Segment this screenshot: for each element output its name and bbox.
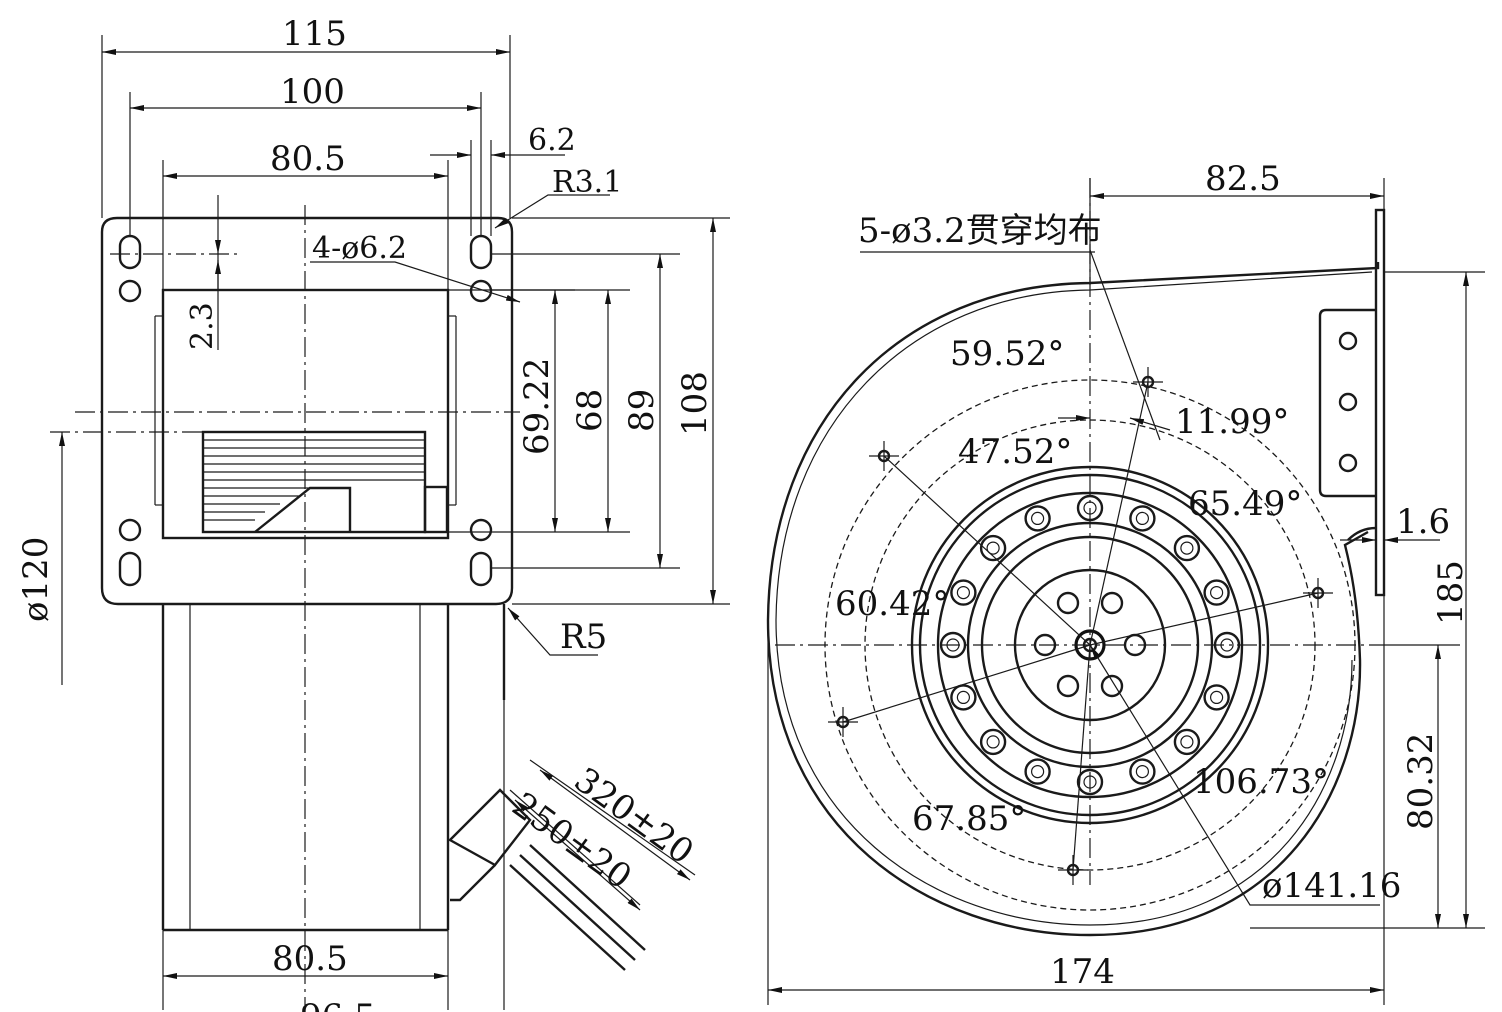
front-through-holes: [828, 367, 1333, 885]
dim-174: 174: [1050, 952, 1115, 992]
rivet-inner: [986, 735, 1000, 749]
front-rivet-ring: [939, 494, 1241, 796]
front-view: 82.5 5-ø3.2贯穿均布 59.52° 11.99° 47.52° 65.…: [766, 159, 1485, 1005]
rivet-inner: [986, 541, 1000, 555]
rivet-outer: [1173, 728, 1201, 756]
note-holes: 5-ø3.2贯穿均布: [858, 211, 1102, 251]
dim-96-5: 96.5: [300, 997, 376, 1012]
dim-69-22: 69.22: [517, 358, 557, 455]
rivet-inner: [956, 690, 971, 705]
rivet-outer: [1173, 534, 1201, 562]
side-flange: [100, 216, 514, 606]
rivet-outer: [1129, 758, 1156, 785]
dim-68: 68: [570, 389, 610, 432]
rivet-outer: [979, 534, 1007, 562]
rivet-inner: [1135, 511, 1150, 526]
rivet-inner: [1030, 764, 1045, 779]
side-view: 115 100 80.5 6.2 R3.1 4-ø6.2 2.3 69.22 6…: [16, 14, 730, 1012]
angle-60-42: 60.42°: [835, 584, 949, 624]
rivet-outer: [950, 684, 977, 711]
front-outlet-flange: [1374, 208, 1386, 597]
rivet-outer: [1203, 684, 1230, 711]
dim-89: 89: [622, 389, 662, 432]
rivet-inner: [1135, 764, 1150, 779]
dim-80-32: 80.32: [1401, 733, 1441, 830]
dim-100: 100: [280, 72, 345, 112]
rivet-inner: [1030, 511, 1045, 526]
dim-1-6: 1.6: [1396, 502, 1450, 542]
angle-59-52: 59.52°: [950, 334, 1064, 374]
dim-6-2: 6.2: [528, 123, 576, 158]
front-scroll-housing: [766, 262, 1380, 937]
dim-4-holes: 4-ø6.2: [312, 231, 407, 266]
rivet-inner: [956, 585, 971, 600]
angle-65-49: 65.49°: [1188, 484, 1302, 524]
side-motor-body: [161, 604, 506, 932]
angle-106-73: 106.73°: [1193, 762, 1329, 802]
dim-2-3: 2.3: [185, 302, 220, 350]
rivet-outer: [1024, 758, 1051, 785]
dim-r5: R5: [560, 617, 607, 657]
angle-67-85: 67.85°: [912, 799, 1026, 839]
rivet-outer: [1129, 505, 1156, 532]
dim-80-5-bottom: 80.5: [272, 939, 348, 979]
rivet-outer: [1203, 579, 1230, 606]
side-wheel: [201, 430, 449, 534]
dim-dia-120: ø120: [16, 537, 56, 622]
dim-r3-1: R3.1: [552, 165, 622, 200]
rivet-inner: [1209, 690, 1224, 705]
front-mount-bracket: [1318, 308, 1376, 498]
rivet-outer: [1076, 768, 1104, 796]
rivet-inner: [1209, 585, 1224, 600]
dim-80-5-top: 80.5: [270, 139, 346, 179]
rivet-outer: [1024, 505, 1051, 532]
rivet-outer: [979, 728, 1007, 756]
rivet-outer: [950, 579, 977, 606]
dim-dia-141: ø141.16: [1262, 866, 1401, 906]
rivet-inner: [1180, 735, 1194, 749]
angle-47-52: 47.52°: [958, 432, 1072, 472]
dim-115: 115: [282, 14, 347, 54]
dim-185: 185: [1431, 560, 1471, 625]
rivet-inner: [1180, 541, 1194, 555]
angle-11-99: 11.99°: [1175, 402, 1289, 442]
dim-108: 108: [675, 371, 715, 436]
dim-82-5: 82.5: [1205, 159, 1281, 199]
